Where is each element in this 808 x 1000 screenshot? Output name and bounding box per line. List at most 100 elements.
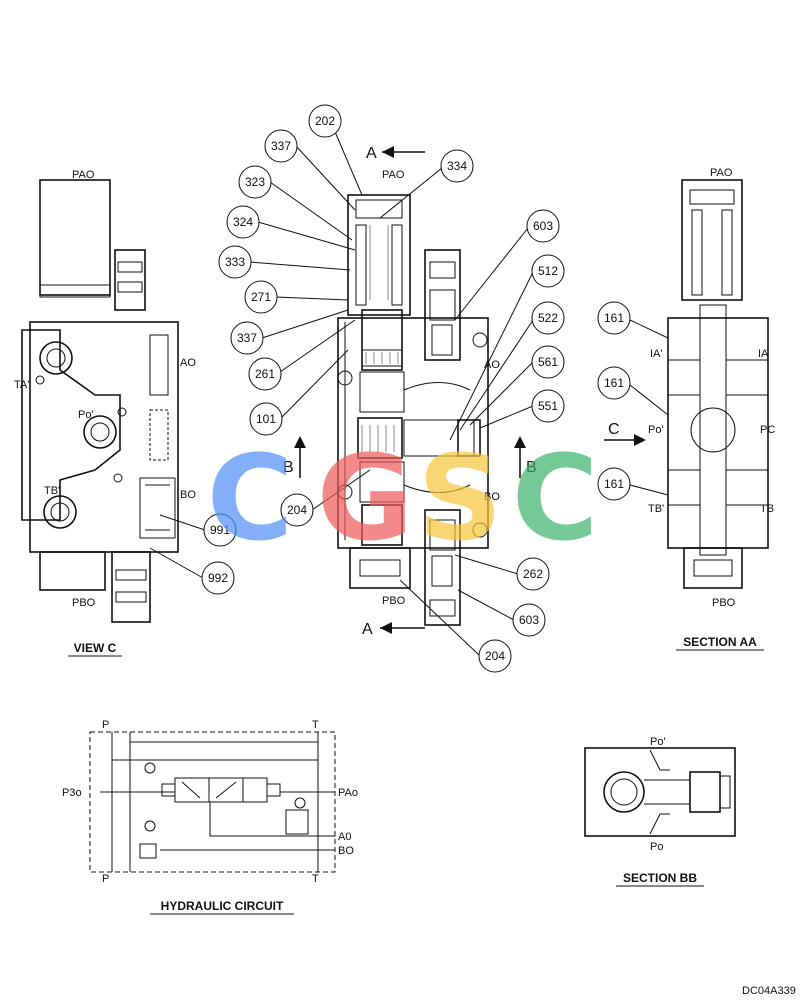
- callout-204-bottom: 204: [399, 579, 512, 673]
- main-label-ao: AO: [484, 359, 500, 371]
- watermark-letter-g: G: [317, 429, 414, 567]
- svg-text:323: 323: [245, 175, 265, 189]
- svg-text:161: 161: [604, 311, 624, 325]
- bb-label-po-top: Po': [650, 736, 666, 748]
- cgsc-watermark: C G S C: [207, 429, 599, 567]
- aa-label-pc: PC: [760, 424, 775, 436]
- svg-text:B: B: [526, 459, 537, 476]
- aa-label-ia-right: IA: [758, 348, 769, 360]
- svg-text:161: 161: [604, 477, 624, 491]
- svg-text:B: B: [283, 459, 294, 476]
- callout-334: 334: [379, 149, 474, 219]
- callout-261: 261: [248, 319, 356, 391]
- view-c-label-pb: PBO: [72, 597, 96, 609]
- callout-161-mid: 161: [597, 366, 669, 416]
- hc-label-pb: P3o: [62, 787, 82, 799]
- svg-text:101: 101: [256, 412, 276, 426]
- callout-551: 551: [479, 389, 565, 429]
- hc-label-t-top: T: [312, 719, 319, 731]
- drawing-code: DC04A339: [742, 985, 796, 997]
- svg-text:603: 603: [519, 613, 539, 627]
- hydraulic-circuit-title: HYDRAULIC CIRCUIT: [161, 899, 284, 913]
- svg-text:561: 561: [538, 355, 558, 369]
- svg-text:551: 551: [538, 399, 558, 413]
- svg-text:A: A: [362, 621, 373, 638]
- watermark-letter-s: S: [418, 429, 503, 567]
- aa-label-tb-left: TB': [648, 503, 664, 515]
- svg-text:334: 334: [447, 159, 467, 173]
- section-arrow-a-bottom: A: [362, 621, 425, 638]
- svg-text:261: 261: [255, 367, 275, 381]
- svg-text:512: 512: [538, 264, 558, 278]
- callout-161-bottom: 161: [597, 467, 669, 501]
- section-aa-title: SECTION AA: [683, 635, 757, 649]
- hc-label-p-bot: P: [102, 873, 109, 885]
- svg-text:271: 271: [251, 290, 271, 304]
- view-c-label-ta: TA': [14, 379, 29, 391]
- svg-text:204: 204: [287, 503, 307, 517]
- section-aa: [667, 179, 769, 589]
- callout-271: 271: [244, 280, 349, 314]
- view-c-label-pa: PAO: [72, 169, 95, 181]
- view-c-label-tb: TB': [44, 485, 60, 497]
- svg-text:204: 204: [485, 649, 505, 663]
- section-arrow-c: C: [604, 421, 646, 446]
- aa-label-po: Po': [648, 424, 664, 436]
- section-arrow-b-left: B: [283, 436, 306, 478]
- section-arrow-a-top: A: [366, 145, 425, 162]
- svg-text:992: 992: [208, 571, 228, 585]
- main-label-pb: PBO: [382, 595, 406, 607]
- main-view: [337, 194, 489, 626]
- callout-204-left: 204: [280, 469, 371, 527]
- hc-label-t-bot: T: [312, 873, 319, 885]
- callout-603-bottom: 603: [457, 589, 546, 637]
- callout-522: 522: [459, 301, 565, 431]
- view-c-label-bo: BO: [180, 489, 196, 501]
- aa-label-pa: PAO: [710, 167, 733, 179]
- bb-label-po-bottom: Po: [650, 841, 663, 853]
- svg-text:991: 991: [210, 523, 230, 537]
- callout-992: 992: [149, 547, 235, 595]
- callout-337-top: 337: [264, 129, 356, 211]
- callout-202: 202: [308, 104, 363, 196]
- hc-label-a0: A0: [338, 831, 351, 843]
- svg-text:161: 161: [604, 376, 624, 390]
- callout-101: 101: [249, 349, 349, 436]
- svg-text:337: 337: [237, 331, 257, 345]
- svg-text:337: 337: [271, 139, 291, 153]
- svg-text:324: 324: [233, 215, 253, 229]
- svg-text:202: 202: [315, 114, 335, 128]
- svg-text:C: C: [608, 421, 620, 438]
- aa-label-ia-left: IA': [650, 348, 663, 360]
- svg-text:333: 333: [225, 255, 245, 269]
- callout-337-mid: 337: [230, 309, 349, 355]
- watermark-letter-c1: C: [207, 429, 294, 567]
- callout-262: 262: [454, 554, 550, 591]
- svg-text:522: 522: [538, 311, 558, 325]
- aa-label-tb-right: TB: [760, 503, 774, 515]
- hc-label-b0: BO: [338, 845, 354, 857]
- hc-label-p-top: P: [102, 719, 109, 731]
- view-c-title: VIEW C: [74, 641, 117, 655]
- svg-text:262: 262: [523, 567, 543, 581]
- callout-333: 333: [218, 245, 351, 279]
- callout-324: 324: [226, 205, 356, 251]
- callout-512: 512: [449, 254, 565, 441]
- callout-603-top: 603: [454, 209, 560, 321]
- section-arrow-b-right: B: [514, 436, 537, 478]
- callout-323: 323: [238, 165, 353, 241]
- callout-561: 561: [469, 345, 565, 426]
- svg-text:603: 603: [533, 219, 553, 233]
- view-c: [21, 179, 179, 623]
- section-bb-title: SECTION BB: [623, 871, 697, 885]
- callout-161-top: 161: [597, 301, 669, 339]
- view-c-label-ao: AO: [180, 357, 196, 369]
- main-label-bo: BO: [484, 491, 500, 503]
- main-label-pa: PAO: [382, 169, 405, 181]
- watermark-letter-c2: C: [512, 429, 599, 567]
- aa-label-pb: PBO: [712, 597, 736, 609]
- svg-text:A: A: [366, 145, 377, 162]
- hc-label-pa: PAo: [338, 787, 358, 799]
- section-bb: [584, 747, 736, 837]
